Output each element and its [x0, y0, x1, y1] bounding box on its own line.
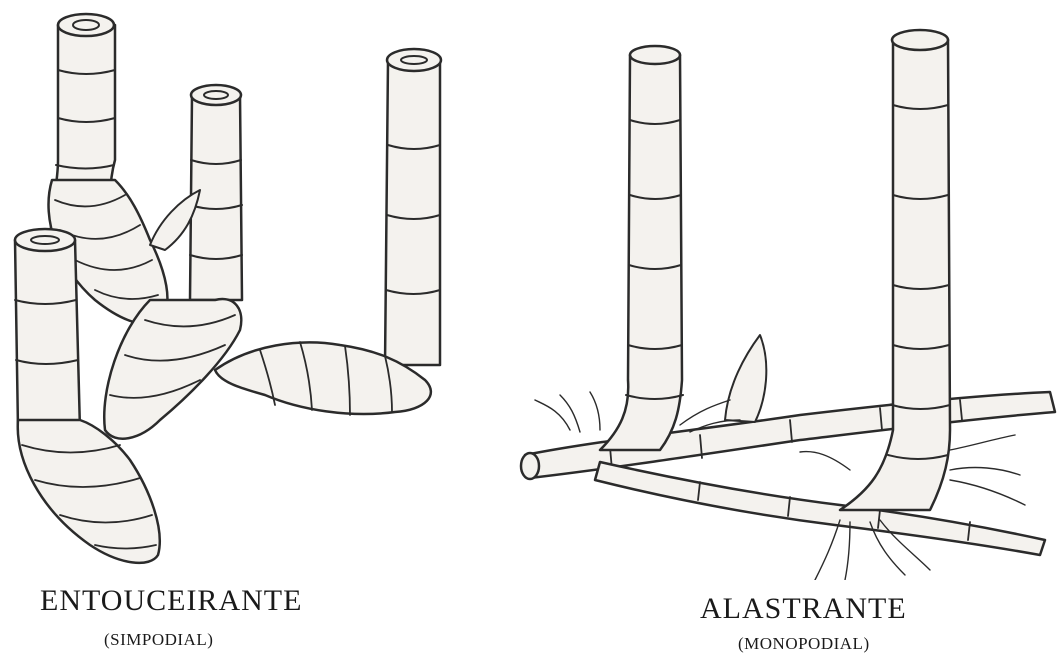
rhizome-tip: [18, 420, 160, 563]
rhizome-horizontal-lower: [595, 462, 1045, 555]
sympodial-clump-drawing: [15, 14, 441, 563]
culm-a: [600, 46, 683, 450]
rhizome-drawings: [0, 0, 1057, 580]
sympodial-subtitle: (SIMPODIAL): [104, 630, 213, 650]
shoot-bud-right: [725, 335, 766, 422]
culm-b: [840, 30, 950, 510]
culm-3: [385, 49, 441, 365]
sympodial-title: ENTOUCEIRANTE: [40, 584, 302, 618]
monopodial-subtitle: (MONOPODIAL): [738, 634, 870, 654]
monopodial-title: ALASTRANTE: [700, 592, 907, 626]
culm-4: [15, 229, 80, 430]
monopodial-running-drawing: [521, 30, 1055, 580]
